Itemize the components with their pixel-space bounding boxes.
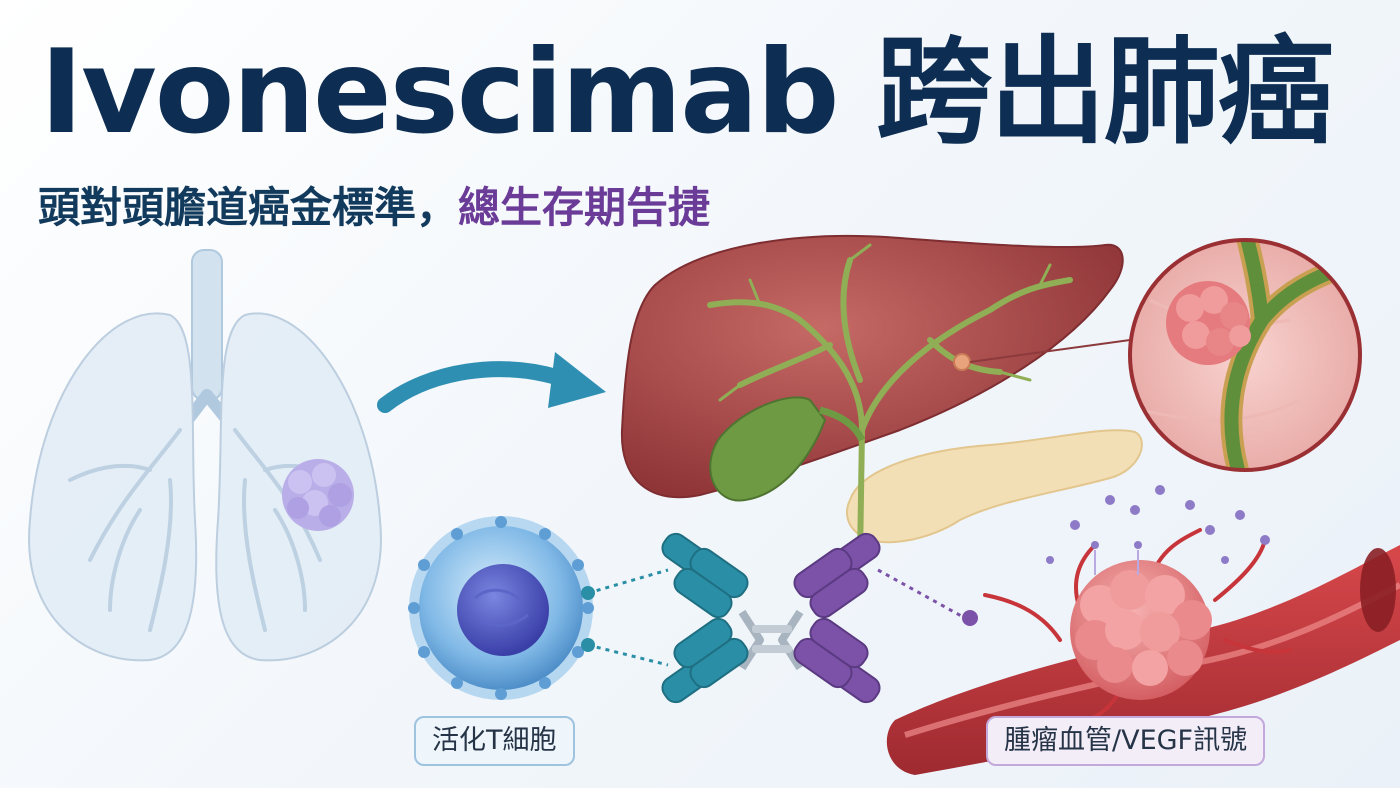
t-cell-icon (408, 516, 594, 700)
pancreas-icon (846, 429, 1143, 544)
tumor-vessel-label: 腫瘤血管/VEGF訊號 (986, 716, 1266, 766)
antibody-icon (661, 532, 881, 704)
binding-connectors (581, 568, 978, 667)
arrow-icon (377, 352, 606, 413)
page-title: Ivonescimab 跨出肺癌 (40, 25, 1334, 160)
subtitle-accent: 總生存期告捷 (458, 183, 711, 232)
gallbladder-icon (709, 396, 866, 502)
lung-tumor-icon (282, 459, 354, 531)
subtitle-main: 頭對頭膽道癌金標準， (38, 183, 459, 232)
t-cell-label: 活化T細胞 (414, 716, 575, 766)
lungs-icon (28, 249, 382, 662)
magnified-tumor-icon (1128, 238, 1362, 472)
page-subtitle: 頭對頭膽道癌金標準，總生存期告捷 (38, 178, 710, 238)
